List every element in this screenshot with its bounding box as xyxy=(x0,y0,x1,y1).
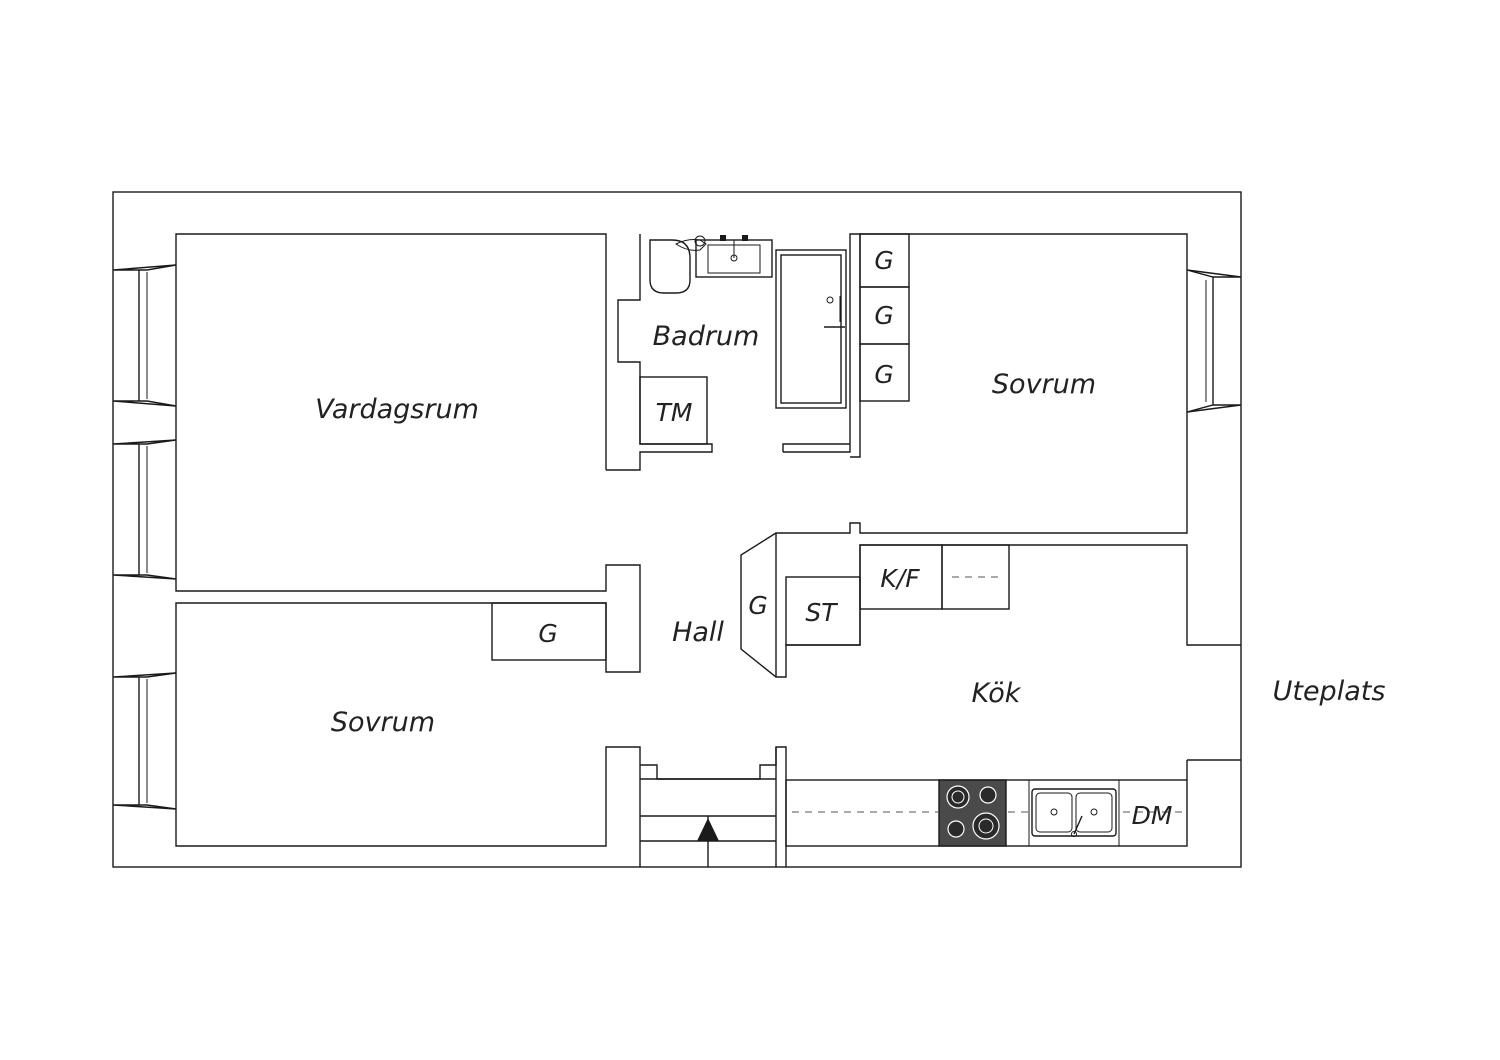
fixture-label-g-3: G xyxy=(874,360,893,389)
room-label-uteplats: Uteplats xyxy=(1273,676,1386,707)
room-label-hall: Hall xyxy=(672,617,724,648)
toilet-icon xyxy=(649,235,707,294)
bathroom-sink-icon xyxy=(695,235,773,278)
room-label-badrum: Badrum xyxy=(653,321,760,352)
fixture-label-g-1: G xyxy=(874,246,893,275)
fixture-label-g-sovrum: G xyxy=(538,619,557,648)
vardagsrum-walls xyxy=(175,233,641,867)
fixture-label-st: ST xyxy=(805,598,838,627)
building-outline xyxy=(112,191,1242,868)
badrum-stub xyxy=(782,443,850,452)
stadskap-box xyxy=(785,576,861,646)
stove-icon xyxy=(938,779,1007,847)
kitchen-sink-icon xyxy=(1031,788,1117,837)
fixture-label-g-hall: G xyxy=(748,591,767,620)
shower-icon xyxy=(775,249,847,409)
garderob-sovrum-left-box xyxy=(491,602,607,661)
entrance-arrow-icon xyxy=(697,818,719,841)
fixture-label-kf: K/F xyxy=(880,564,920,593)
kyl-frys-ext xyxy=(941,544,1010,610)
left-windows xyxy=(112,264,177,810)
room-label-kok: Kök xyxy=(972,678,1022,709)
entrance-steps xyxy=(640,746,787,867)
room-label-tm: TM xyxy=(656,398,693,427)
fixture-label-g-2: G xyxy=(874,301,893,330)
tm-box xyxy=(639,376,708,445)
garderob-sovrum-right xyxy=(859,233,910,402)
badrum-walls-right xyxy=(783,233,861,458)
fixture-label-dm: DM xyxy=(1132,801,1173,830)
room-label-sovrum-right: Sovrum xyxy=(992,369,1096,400)
right-window xyxy=(1186,269,1242,413)
room-label-vardagsrum: Vardagsrum xyxy=(315,394,479,425)
room-label-sovrum-left: Sovrum xyxy=(331,707,435,738)
